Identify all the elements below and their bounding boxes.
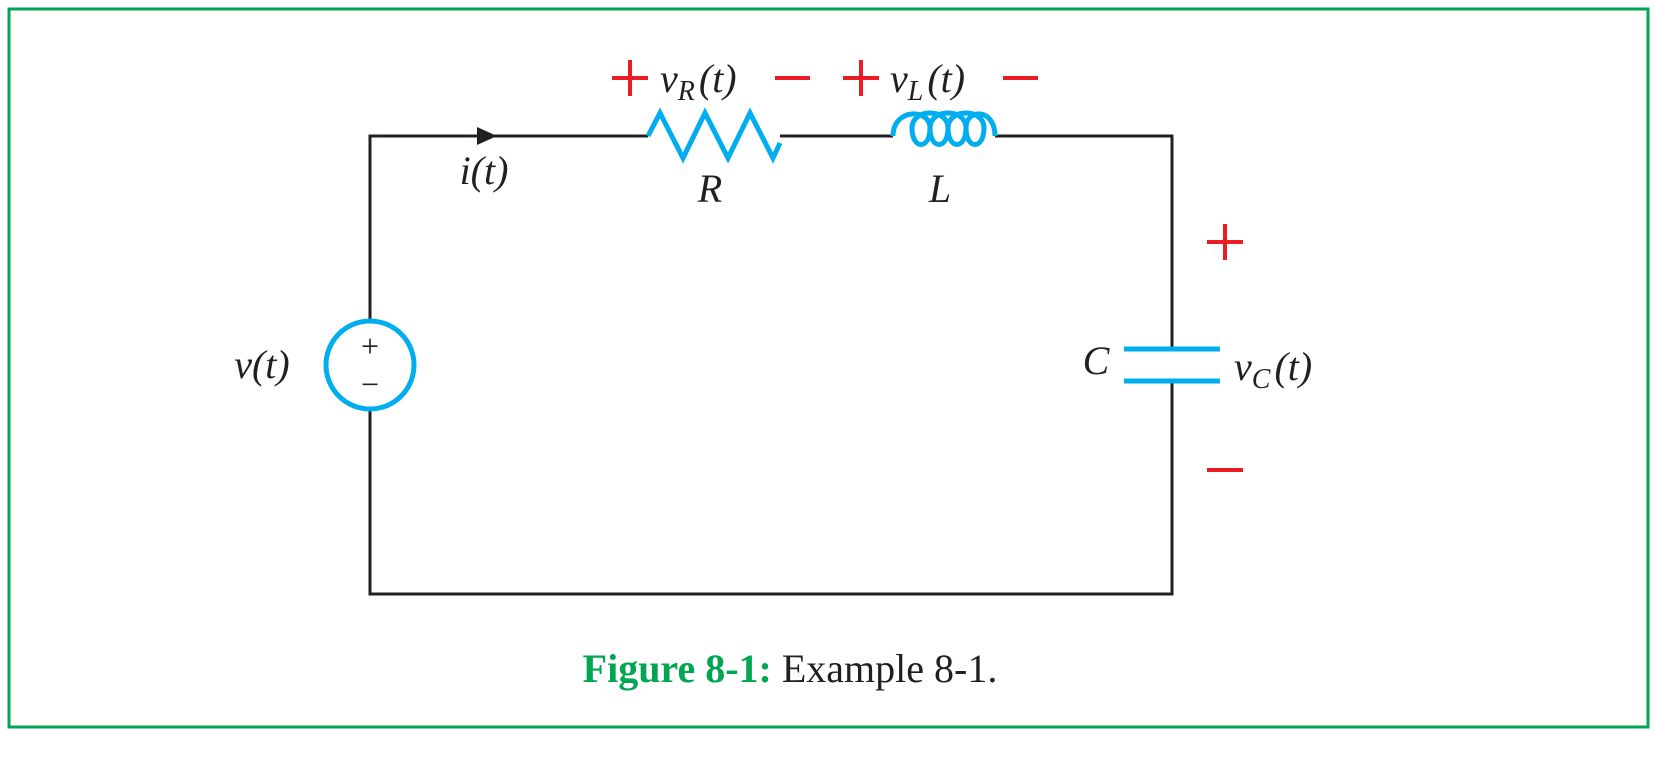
- figure-border: [7, 7, 1650, 729]
- source-label: v(t): [234, 342, 290, 387]
- wires: [368, 134, 1174, 596]
- vc-plus: [1207, 224, 1243, 260]
- polarity-marks: [612, 60, 1243, 472]
- inductor: [890, 110, 998, 147]
- vr-label: vR(t): [660, 56, 737, 107]
- vl-label: vL(t): [890, 56, 965, 107]
- vl-plus: [843, 60, 879, 96]
- source-minus: −: [361, 366, 379, 402]
- wire-bottom: [368, 381, 1174, 596]
- vr-plus: [612, 60, 648, 96]
- inductor-label: L: [928, 166, 951, 211]
- current-label: i(t): [460, 148, 509, 193]
- resistor-label: R: [697, 166, 722, 211]
- figure-caption: Figure 8-1: Example 8-1.: [583, 646, 998, 691]
- source-plus: +: [361, 328, 379, 364]
- vc-label: vC(t): [1234, 344, 1312, 395]
- voltage-source: [323, 318, 417, 412]
- resistor: [645, 107, 783, 164]
- current-arrow-icon: [477, 127, 497, 145]
- capacitor: [1124, 346, 1220, 384]
- wire-right-top: [995, 134, 1174, 349]
- capacitor-label: C: [1083, 338, 1111, 383]
- wire-left-top: [368, 134, 648, 320]
